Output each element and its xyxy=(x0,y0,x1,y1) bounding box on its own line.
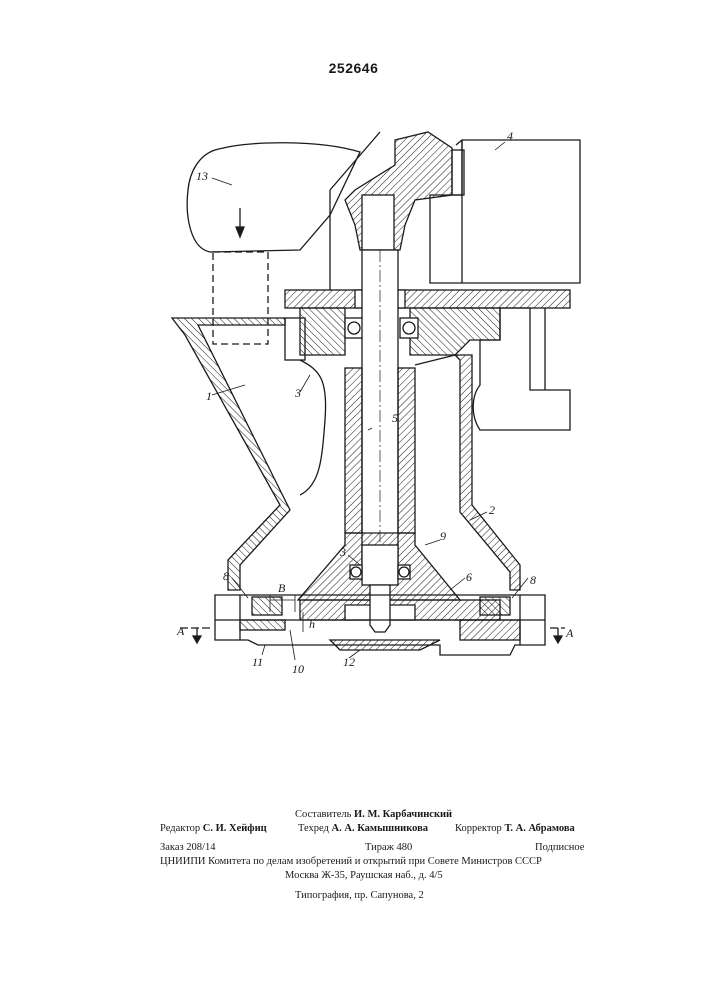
subscription: Подписное xyxy=(535,841,584,855)
techred-label: Техред xyxy=(298,823,329,834)
label-8-right: 8 xyxy=(530,573,536,587)
spindle-head xyxy=(345,132,452,250)
label-A-right: А xyxy=(565,626,574,640)
label-8-left: 8 xyxy=(223,569,229,583)
upper-hub xyxy=(300,308,345,355)
address-line: Москва Ж-35, Раушская наб., д. 4/5 xyxy=(160,869,590,883)
body-2 xyxy=(455,355,520,590)
label-5: 5 xyxy=(392,411,398,425)
plate-12 xyxy=(330,640,440,650)
printing-house: Типография, пр. Сапунова, 2 xyxy=(295,889,424,903)
label-6: 6 xyxy=(466,570,472,584)
label-1: 1 xyxy=(206,389,212,403)
order-number: Заказ 208/14 xyxy=(160,841,215,855)
compiler-name: И. М. Карбачинский xyxy=(354,809,452,820)
address: Москва Ж-35, Раушская наб., д. 4/5 xyxy=(285,869,443,883)
label-3-lower: 3 xyxy=(339,545,346,559)
order-line: Заказ 208/14 Тираж 480 Подписное xyxy=(160,841,590,855)
chute-1 xyxy=(172,318,290,590)
label-3-upper: 3 xyxy=(294,386,301,400)
label-4: 4 xyxy=(507,129,513,143)
institute-line: ЦНИИПИ Комитета по делам изобретений и о… xyxy=(160,855,590,869)
label-10: 10 xyxy=(292,662,304,676)
colophon: Составитель И. М. Карбачинский Редактор … xyxy=(160,808,590,903)
technical-drawing: 13 4 1 3 5 2 3 9 6 8 8 В h A А 11 10 12 xyxy=(0,0,707,800)
nut xyxy=(370,585,390,632)
ring-8-right xyxy=(480,597,510,615)
corrector-name: Т. А. Абрамова xyxy=(504,823,574,834)
label-13: 13 xyxy=(196,169,208,183)
editor-label: Редактор xyxy=(160,823,200,834)
label-A-left: A xyxy=(176,624,185,638)
label-11: 11 xyxy=(252,655,263,669)
compiler-line: Составитель И. М. Карбачинский xyxy=(160,808,590,822)
label-12: 12 xyxy=(343,655,355,669)
editor-name: С. И. Хейфиц xyxy=(203,823,267,834)
sleeve xyxy=(345,368,362,533)
circulation: Тираж 480 xyxy=(365,841,412,855)
printing-line: Типография, пр. Сапунова, 2 xyxy=(160,889,590,903)
label-2: 2 xyxy=(489,503,495,517)
workpiece-dashed-outline xyxy=(213,252,268,344)
institute: ЦНИИПИ Комитета по делам изобретений и о… xyxy=(160,855,542,869)
staff-line: Редактор С. И. Хейфиц Техред А. А. Камыш… xyxy=(160,822,590,836)
compiler-label: Составитель xyxy=(295,809,351,820)
label-9: 9 xyxy=(440,529,446,543)
techred-name: А. А. Камышникова xyxy=(332,823,429,834)
workpiece-13 xyxy=(187,143,360,252)
label-h: h xyxy=(309,617,315,631)
corrector-label: Корректор xyxy=(455,823,502,834)
top-plate xyxy=(285,290,570,308)
label-B: В xyxy=(278,581,286,595)
